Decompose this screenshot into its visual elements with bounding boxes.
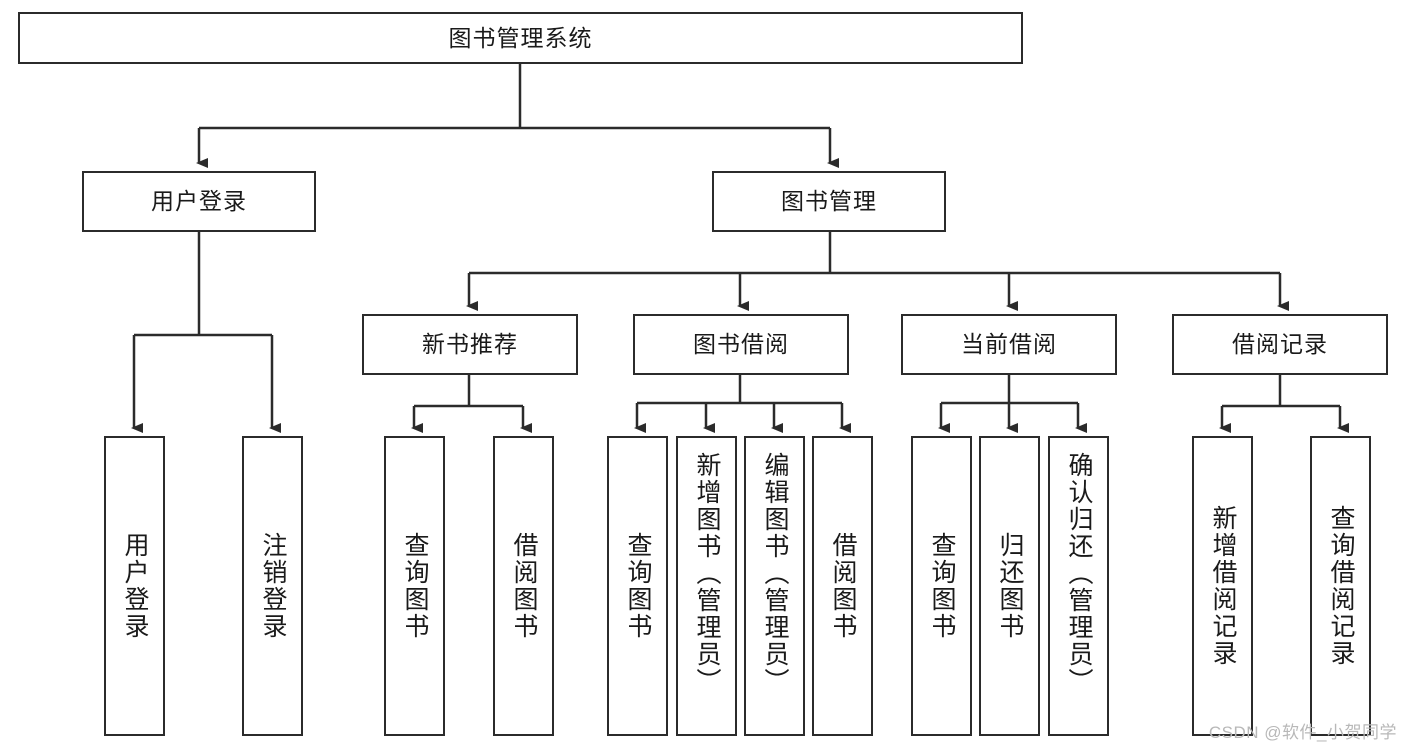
- node-label: 确认归还（管理员）: [1065, 452, 1093, 695]
- leaf-user-login-logout[interactable]: 注销登录: [242, 436, 303, 736]
- node-label: 用户登录: [121, 532, 149, 640]
- node-book-borrow[interactable]: 图书借阅: [633, 314, 849, 375]
- leaf-book-borrow-borrow-book[interactable]: 借阅图书: [812, 436, 873, 736]
- node-label: 用户登录: [151, 188, 247, 215]
- node-user-login[interactable]: 用户登录: [82, 171, 316, 232]
- node-label: 新书推荐: [422, 331, 518, 358]
- node-label: 借阅图书: [829, 532, 857, 640]
- leaf-current-borrow-confirm-return-admin[interactable]: 确认归还（管理员）: [1048, 436, 1109, 736]
- node-label: 查询借阅记录: [1327, 505, 1355, 667]
- node-label: 新增图书（管理员）: [693, 452, 721, 695]
- leaf-borrow-record-add-record[interactable]: 新增借阅记录: [1192, 436, 1253, 736]
- node-label: 查询图书: [928, 532, 956, 640]
- node-label: 新增借阅记录: [1209, 505, 1237, 667]
- node-label: 查询图书: [401, 532, 429, 640]
- leaf-book-borrow-add-book-admin[interactable]: 新增图书（管理员）: [676, 436, 737, 736]
- leaf-new-book-borrow-book[interactable]: 借阅图书: [493, 436, 554, 736]
- node-label: 注销登录: [259, 532, 287, 640]
- node-label: 查询图书: [624, 532, 652, 640]
- node-label: 图书管理: [781, 188, 877, 215]
- node-label: 当前借阅: [961, 331, 1057, 358]
- leaf-book-borrow-edit-book-admin[interactable]: 编辑图书（管理员）: [744, 436, 805, 736]
- node-borrow-record[interactable]: 借阅记录: [1172, 314, 1388, 375]
- node-new-book-recommend[interactable]: 新书推荐: [362, 314, 578, 375]
- leaf-current-borrow-query-book[interactable]: 查询图书: [911, 436, 972, 736]
- node-current-borrow[interactable]: 当前借阅: [901, 314, 1117, 375]
- leaf-borrow-record-query-record[interactable]: 查询借阅记录: [1310, 436, 1371, 736]
- leaf-current-borrow-return-book[interactable]: 归还图书: [979, 436, 1040, 736]
- node-label: 借阅图书: [510, 532, 538, 640]
- node-label: 图书借阅: [693, 331, 789, 358]
- node-label: 借阅记录: [1232, 331, 1328, 358]
- leaf-user-login-login[interactable]: 用户登录: [104, 436, 165, 736]
- node-label: 归还图书: [996, 532, 1024, 640]
- leaf-book-borrow-query-book[interactable]: 查询图书: [607, 436, 668, 736]
- node-book-management[interactable]: 图书管理: [712, 171, 946, 232]
- node-label: 编辑图书（管理员）: [761, 452, 789, 695]
- node-root-book-management-system[interactable]: 图书管理系统: [18, 12, 1023, 64]
- leaf-new-book-query-book[interactable]: 查询图书: [384, 436, 445, 736]
- node-label: 图书管理系统: [448, 24, 593, 51]
